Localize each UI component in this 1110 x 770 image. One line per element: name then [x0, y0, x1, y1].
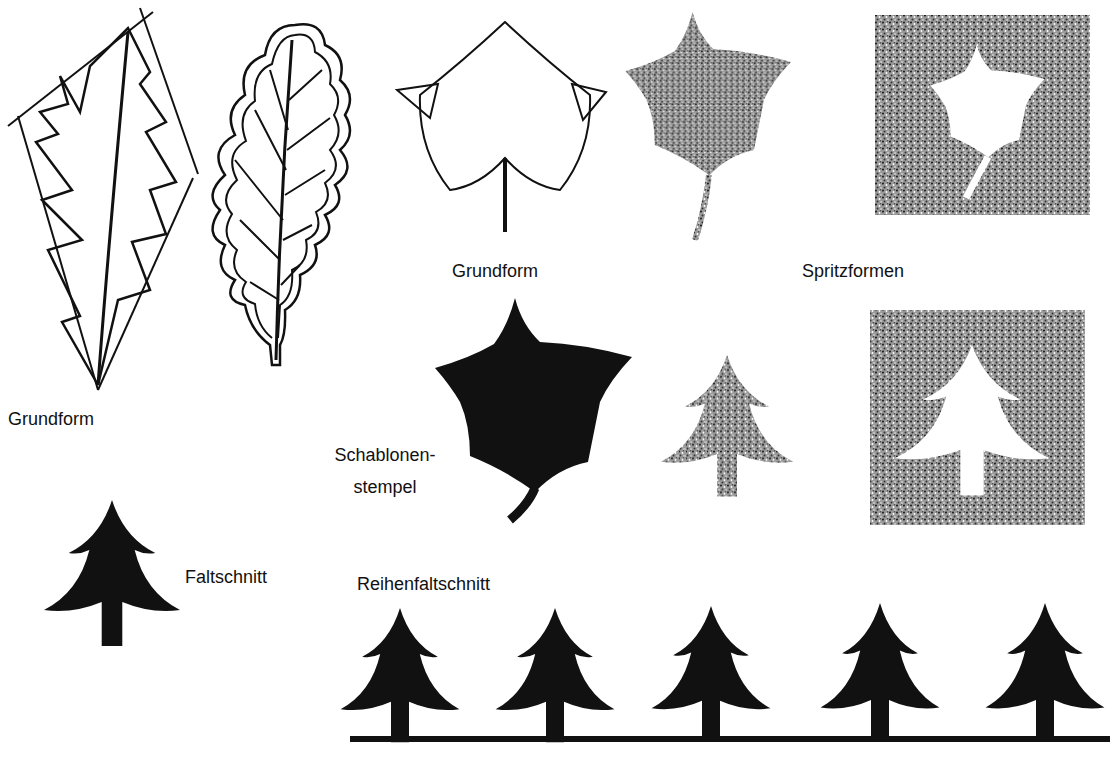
caption-label: Schablonen- stempel [326, 440, 444, 503]
spray-ivy-stencil [875, 15, 1090, 215]
caption-label: Spritzformen [802, 256, 962, 287]
caption-label: Grundform [452, 256, 592, 287]
row-fold-cut [341, 603, 1110, 742]
oak-leaf [213, 24, 350, 365]
oak-basic-form [8, 8, 198, 390]
caption-label: Reihenfaltschnitt [357, 569, 557, 600]
fold-cut-tree [44, 500, 180, 646]
caption-label: Grundform [8, 404, 148, 435]
stencil-stamp-ivy [435, 298, 632, 520]
caption-label: Faltschnitt [185, 562, 315, 593]
spray-tree-stencil [870, 310, 1085, 525]
spray-ivy [625, 12, 790, 240]
spray-tree [661, 355, 793, 497]
ivy-basic-form [397, 22, 606, 232]
